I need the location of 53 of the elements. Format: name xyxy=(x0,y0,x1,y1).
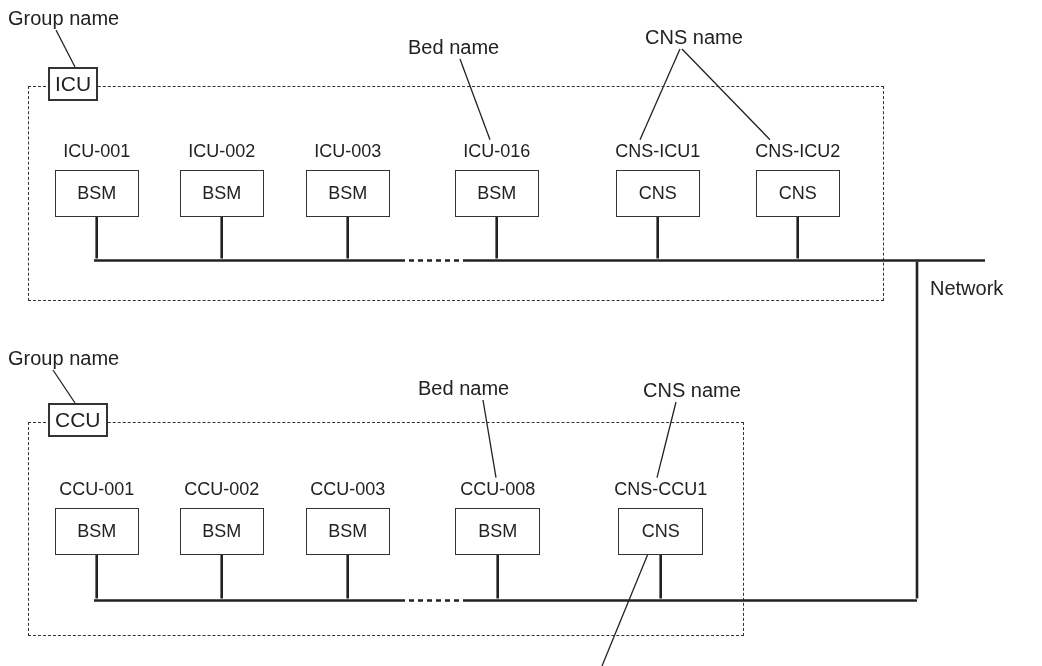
monitor-box: BSM xyxy=(179,507,264,555)
callout-label: CNS name xyxy=(645,25,743,49)
network-cable xyxy=(95,216,98,259)
leader-line xyxy=(639,48,681,141)
leader-line xyxy=(459,58,491,141)
leader-line xyxy=(482,399,497,479)
group-tag: ICU xyxy=(48,67,99,101)
network-cable xyxy=(220,554,223,599)
callout-label: Group name xyxy=(8,346,120,370)
bed-label: ICU-003 xyxy=(314,139,382,162)
leader-line xyxy=(52,369,76,404)
group-tag: CCU xyxy=(48,403,108,437)
bed-label: ICU-001 xyxy=(63,139,131,162)
network-label: Network xyxy=(930,276,1004,300)
bed-label: CCU-003 xyxy=(310,477,386,500)
callout-label: Bed name xyxy=(418,376,510,400)
monitor-box: BSM xyxy=(454,169,539,217)
monitor-box: BSM xyxy=(305,507,390,555)
network-bus xyxy=(94,258,985,262)
bed-label: CCU-002 xyxy=(184,477,260,500)
monitor-box: CNS xyxy=(618,507,704,555)
network-bus xyxy=(94,598,917,602)
monitor-box: CNS xyxy=(755,169,840,217)
network-cable xyxy=(495,216,498,259)
callout-label: Group name xyxy=(8,6,120,30)
bed-label: CCU-008 xyxy=(460,477,536,500)
network-cable xyxy=(346,554,349,599)
callout-label: Bed name xyxy=(408,35,500,59)
network-cable xyxy=(496,554,499,599)
monitor-box: BSM xyxy=(54,507,139,555)
network-cable xyxy=(659,554,662,599)
bed-label: CNS-ICU1 xyxy=(615,139,701,162)
monitor-box: BSM xyxy=(455,507,541,555)
bed-label: ICU-002 xyxy=(188,139,256,162)
bed-label: CNS-CCU1 xyxy=(614,477,708,500)
network-cable xyxy=(346,216,349,259)
leader-line xyxy=(656,401,677,479)
bed-label: ICU-016 xyxy=(463,139,531,162)
network-cable xyxy=(915,261,919,599)
network-cable xyxy=(95,554,98,599)
monitor-box: BSM xyxy=(179,169,264,217)
bed-label: CCU-001 xyxy=(59,477,135,500)
network-cable xyxy=(220,216,223,259)
monitor-box: BSM xyxy=(305,169,390,217)
leader-line xyxy=(55,29,76,68)
monitor-box: BSM xyxy=(54,169,139,217)
monitor-box: CNS xyxy=(615,169,700,217)
callout-label: CNS name xyxy=(643,378,741,402)
network-cable xyxy=(656,216,659,259)
leader-line xyxy=(681,48,771,141)
network-cable xyxy=(796,216,799,259)
leader-line xyxy=(601,553,649,666)
bed-label: CNS-ICU2 xyxy=(755,139,841,162)
